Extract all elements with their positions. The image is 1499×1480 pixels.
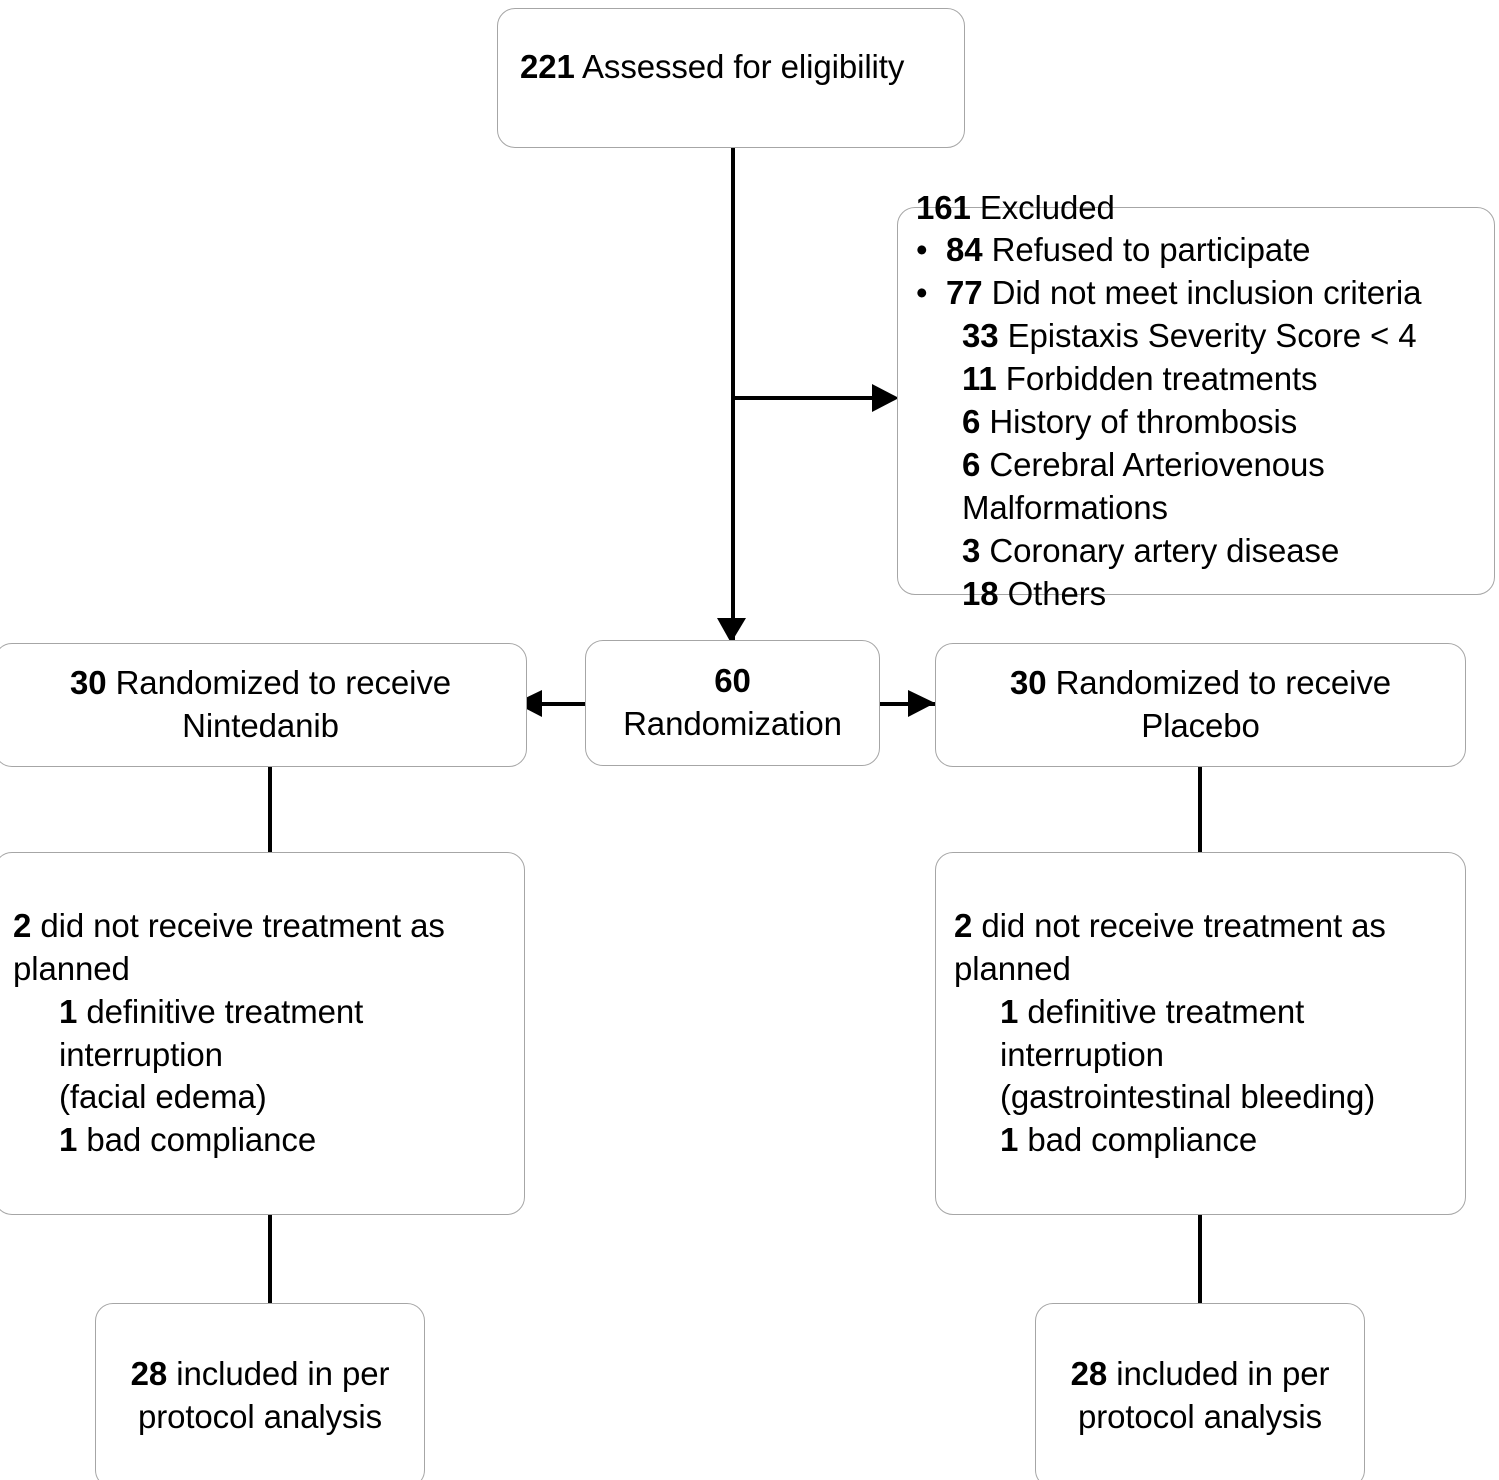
detail-count: 1 <box>1000 992 1019 1030</box>
left-deviation-details: 1 definitive treatment interruption (fac… <box>13 991 506 1163</box>
right-deviation-heading: 2 did not receive treatment as planned <box>954 905 1447 991</box>
right-analysis-label: included in per protocol analysis <box>1077 1354 1330 1435</box>
criteria-item: 11 Forbidden treatments <box>962 358 1476 401</box>
excluded-count: 161 <box>916 188 971 226</box>
right-allocation-label: Randomized to receive <box>1055 664 1392 702</box>
arrowhead-down-randomization <box>717 618 746 643</box>
assessed-label: Assessed for eligibility <box>582 47 905 85</box>
right-deviation-count: 2 <box>954 906 973 944</box>
criteria-item: 3 Coronary artery disease <box>962 530 1476 573</box>
left-allocation-line1: 30 Randomized to receive <box>9 662 512 705</box>
left-deviation-item: 1 bad compliance <box>59 1119 506 1162</box>
right-deviation-item: 1 bad compliance <box>1000 1119 1447 1162</box>
right-analysis-box: 28 included in per protocol analysis <box>1035 1303 1365 1480</box>
right-deviation-label: did not receive treatment as planned <box>954 906 1386 987</box>
connector-assessed-to-randomization <box>731 148 735 640</box>
left-analysis-text: 28 included in per protocol analysis <box>116 1353 404 1439</box>
right-deviation-item-note: (gastrointestinal bleeding) <box>1000 1078 1376 1116</box>
criteria-count: 3 <box>962 531 981 569</box>
criteria-count: 33 <box>962 317 999 355</box>
right-deviation-details: 1 definitive treatment interruption (gas… <box>954 991 1447 1163</box>
connector-left-allocation-to-deviation <box>268 767 272 852</box>
reason-label: Refused to participate <box>991 231 1311 269</box>
bullet-icon: • <box>916 231 928 269</box>
randomization-box: 60 Randomization <box>585 640 880 766</box>
left-deviation-box: 2 did not receive treatment as planned 1… <box>0 852 525 1215</box>
excluded-label: Excluded <box>979 188 1115 226</box>
left-analysis-label: included in per protocol analysis <box>137 1354 390 1435</box>
right-deviation-item: 1 definitive treatment interruption <box>1000 991 1447 1077</box>
left-analysis-count: 28 <box>130 1354 168 1392</box>
criteria-count: 18 <box>962 574 999 612</box>
randomization-label: Randomization <box>623 705 842 742</box>
criteria-label: Cerebral Arteriovenous Malformations <box>962 445 1325 526</box>
inclusion-criteria-details: 33 Epistaxis Severity Score < 4 11 Forbi… <box>916 315 1476 615</box>
connector-randomization-to-left-arm <box>527 702 585 706</box>
assessed-text: 221 Assessed for eligibility <box>520 46 942 89</box>
criteria-label: Forbidden treatments <box>1005 360 1318 398</box>
criteria-item: 6 History of thrombosis <box>962 401 1476 444</box>
arrowhead-right-placebo <box>908 690 935 717</box>
criteria-label: Epistaxis Severity Score < 4 <box>1007 317 1417 355</box>
right-allocation-box: 30 Randomized to receive Placebo <box>935 643 1466 767</box>
reason-count: 77 <box>946 274 983 312</box>
excluded-reason-text: 84 Refused to participate <box>946 229 1311 272</box>
criteria-label: Coronary artery disease <box>989 531 1340 569</box>
left-allocation-label: Randomized to receive <box>115 664 452 702</box>
criteria-count: 6 <box>962 403 981 440</box>
detail-count: 1 <box>1000 1121 1019 1159</box>
right-analysis-count: 28 <box>1070 1354 1108 1392</box>
assessed-for-eligibility-box: 221 Assessed for eligibility <box>497 8 965 148</box>
right-allocation-count: 30 <box>1009 664 1047 702</box>
connector-left-deviation-to-analysis <box>268 1215 272 1305</box>
randomization-count: 60 <box>714 662 751 700</box>
right-allocation-line1: 30 Randomized to receive <box>950 662 1451 705</box>
left-allocation-box: 30 Randomized to receive Nintedanib <box>0 643 527 767</box>
left-deviation-label: did not receive treatment as planned <box>13 906 445 987</box>
assessed-count: 221 <box>520 47 575 85</box>
excluded-reason-row: • 84 Refused to participate <box>916 229 1476 272</box>
arrowhead-right-excluded <box>872 384 899 412</box>
left-analysis-box: 28 included in per protocol analysis <box>95 1303 425 1480</box>
detail-count: 1 <box>59 1121 78 1159</box>
connector-right-deviation-to-analysis <box>1198 1215 1202 1305</box>
reason-label: Did not meet inclusion criteria <box>991 274 1422 312</box>
left-deviation-item-note: (facial edema) <box>59 1078 267 1116</box>
criteria-item: 6 Cerebral Arteriovenous Malformations <box>962 444 1476 530</box>
criteria-label: Others <box>1007 574 1107 612</box>
criteria-count: 11 <box>962 360 997 398</box>
detail-label: bad compliance <box>1027 1121 1258 1159</box>
excluded-reason-row: • 77 Did not meet inclusion criteria <box>916 272 1476 315</box>
criteria-label: History of thrombosis <box>989 403 1298 440</box>
connector-right-allocation-to-deviation <box>1198 767 1202 852</box>
detail-count: 1 <box>59 992 78 1030</box>
detail-label: definitive treatment interruption <box>1000 992 1305 1073</box>
left-allocation-treatment: Nintedanib <box>182 707 339 744</box>
left-deviation-heading: 2 did not receive treatment as planned <box>13 905 506 991</box>
detail-label: definitive treatment interruption <box>59 992 364 1073</box>
connector-randomization-to-right-arm <box>880 702 935 706</box>
criteria-item: 18 Others <box>962 573 1476 616</box>
reason-count: 84 <box>946 231 983 269</box>
left-allocation-count: 30 <box>69 664 107 702</box>
right-deviation-box: 2 did not receive treatment as planned 1… <box>935 852 1466 1215</box>
detail-label: bad compliance <box>86 1121 317 1159</box>
left-deviation-item: 1 definitive treatment interruption <box>59 991 506 1077</box>
excluded-reason-text: 77 Did not meet inclusion criteria <box>946 272 1421 315</box>
right-analysis-text: 28 included in per protocol analysis <box>1056 1353 1344 1439</box>
excluded-heading: 161 Excluded <box>916 187 1476 230</box>
connector-to-excluded <box>731 396 881 400</box>
right-allocation-treatment: Placebo <box>1141 707 1260 744</box>
criteria-count: 6 <box>962 445 981 483</box>
left-deviation-count: 2 <box>13 906 32 944</box>
arrowhead-left-nintedanib <box>515 690 542 717</box>
bullet-icon: • <box>916 274 928 312</box>
criteria-item: 33 Epistaxis Severity Score < 4 <box>962 315 1476 358</box>
excluded-box: 161 Excluded • 84 Refused to participate… <box>897 189 1495 612</box>
